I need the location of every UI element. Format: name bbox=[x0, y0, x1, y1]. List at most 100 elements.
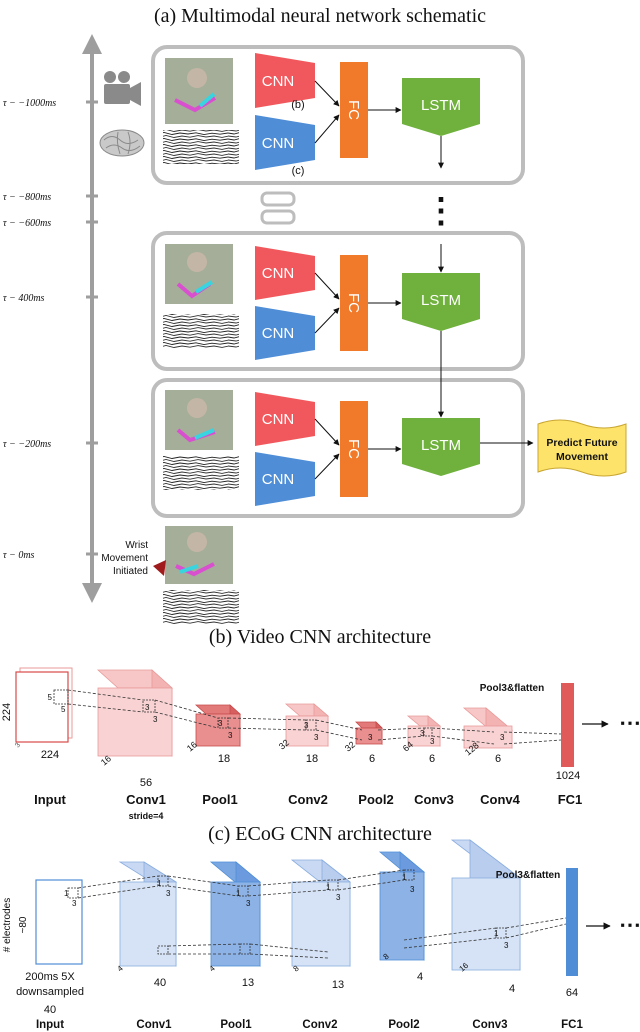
svg-text:8: 8 bbox=[292, 963, 302, 973]
lstm-block: LSTM bbox=[402, 418, 480, 476]
video-frame-image bbox=[165, 244, 233, 304]
ecog-signal-image bbox=[163, 314, 239, 348]
brain-icon bbox=[99, 129, 145, 157]
svg-text:18: 18 bbox=[306, 753, 318, 765]
lstm-block: LSTM bbox=[402, 78, 480, 136]
svg-text:4: 4 bbox=[509, 983, 515, 995]
ellipsis-horizontal: ⋯ bbox=[619, 710, 640, 735]
ref-c-label: (c) bbox=[292, 165, 305, 177]
svg-text:FC: FC bbox=[345, 293, 362, 313]
svg-text:4: 4 bbox=[116, 963, 126, 973]
ellipsis-horizontal: ⋯ bbox=[619, 912, 640, 937]
svg-text:56: 56 bbox=[140, 777, 152, 789]
svg-text:3: 3 bbox=[410, 885, 415, 894]
panel-b-caption: (b) Video CNN architecture bbox=[209, 626, 431, 648]
ref-b-label: (b) bbox=[291, 99, 304, 111]
svg-text:1024: 1024 bbox=[556, 770, 580, 782]
svg-text:40: 40 bbox=[154, 977, 166, 989]
svg-text:64: 64 bbox=[401, 739, 415, 753]
svg-text:4: 4 bbox=[208, 963, 218, 973]
svg-text:LSTM: LSTM bbox=[421, 292, 461, 309]
timeline-label: τ − −800ms bbox=[3, 192, 51, 203]
svg-text:3: 3 bbox=[153, 715, 158, 724]
flow-arrows bbox=[314, 80, 534, 480]
svg-text:3: 3 bbox=[304, 721, 309, 730]
svg-text:3: 3 bbox=[228, 731, 233, 740]
svg-text:18: 18 bbox=[218, 753, 230, 765]
layer-name: Conv2 bbox=[288, 792, 328, 807]
video-frame-image bbox=[165, 58, 233, 124]
timeline-label: τ − −200ms bbox=[3, 439, 51, 450]
receptive-field-lines bbox=[67, 689, 562, 745]
video-pool1-layer: 18 16 3 3 bbox=[185, 704, 242, 765]
stride-note: stride=4 bbox=[129, 811, 164, 821]
svg-text:1: 1 bbox=[326, 883, 331, 892]
svg-text:3: 3 bbox=[246, 899, 251, 908]
wrist-movement-label: Initiated bbox=[113, 566, 148, 577]
svg-text:32: 32 bbox=[343, 739, 357, 753]
svg-text:CNN: CNN bbox=[262, 325, 295, 342]
predict-output: Predict Future Movement bbox=[537, 419, 627, 477]
timeline-label: τ − −600ms bbox=[3, 218, 51, 229]
svg-text:32: 32 bbox=[277, 737, 291, 751]
svg-text:6: 6 bbox=[429, 753, 435, 765]
svg-text:3: 3 bbox=[430, 737, 435, 746]
ecog-signal-image bbox=[163, 130, 239, 164]
collapsed-block-icon bbox=[260, 191, 296, 207]
layer-name: Pool2 bbox=[388, 1019, 419, 1031]
ecog-signal-image bbox=[163, 590, 239, 624]
svg-text:5: 5 bbox=[61, 705, 66, 714]
ecog-conv3-layer: 4 16 1 3 bbox=[450, 839, 522, 995]
layer-name: Conv1 bbox=[136, 1019, 172, 1031]
time-block-frame bbox=[151, 378, 525, 518]
lstm-block: LSTM bbox=[402, 273, 480, 331]
svg-text:downsampled: downsampled bbox=[16, 986, 84, 998]
svg-text:3: 3 bbox=[368, 733, 373, 742]
video-fc1-layer: Pool3&flatten 1024 bbox=[480, 683, 580, 782]
svg-text:3: 3 bbox=[72, 899, 77, 908]
svg-text:3: 3 bbox=[504, 941, 509, 950]
ecog-signal-image bbox=[163, 456, 239, 490]
svg-text:LSTM: LSTM bbox=[421, 97, 461, 114]
svg-text:3: 3 bbox=[145, 703, 150, 712]
svg-text:CNN: CNN bbox=[262, 135, 295, 152]
svg-text:1: 1 bbox=[157, 879, 162, 888]
layer-name: Conv4 bbox=[480, 792, 521, 807]
svg-text:5: 5 bbox=[48, 693, 53, 702]
ecog-cnn-block: CNN bbox=[255, 452, 315, 506]
ellipsis-vertical: ⋮ bbox=[424, 192, 458, 230]
ecog-pool1-layer: 13 4 1 3 bbox=[208, 861, 262, 989]
video-conv3-layer: 6 64 3 3 bbox=[401, 715, 442, 765]
svg-text:64: 64 bbox=[566, 987, 578, 999]
pool3-flatten-label: Pool3&flatten bbox=[480, 683, 544, 694]
timeline-label: τ − 0ms bbox=[3, 550, 35, 561]
receptive-field-lines bbox=[77, 869, 567, 959]
svg-text:1: 1 bbox=[236, 889, 241, 898]
wrist-movement-label: Movement bbox=[101, 553, 148, 564]
video-conv4-layer: 6 128 3 bbox=[463, 707, 514, 765]
svg-text:8: 8 bbox=[382, 951, 392, 961]
svg-text:LSTM: LSTM bbox=[421, 437, 461, 454]
svg-text:CNN: CNN bbox=[262, 73, 295, 90]
panel-a-caption: (a) Multimodal neural network schematic bbox=[154, 5, 486, 27]
svg-text:3: 3 bbox=[218, 719, 223, 728]
svg-text:13: 13 bbox=[332, 979, 344, 991]
video-cnn-block: CNN bbox=[255, 53, 315, 108]
svg-text:3: 3 bbox=[420, 729, 425, 738]
layer-name: Pool1 bbox=[202, 792, 237, 807]
timeline-label: τ − −1000ms bbox=[3, 98, 56, 109]
svg-text:3: 3 bbox=[166, 889, 171, 898]
layer-name: Pool2 bbox=[358, 792, 393, 807]
video-frame-image bbox=[165, 526, 233, 584]
svg-text:16: 16 bbox=[99, 753, 113, 767]
svg-text:16: 16 bbox=[185, 739, 199, 753]
layer-name: Input bbox=[34, 792, 66, 807]
pool3-flatten-label: Pool3&flatten bbox=[496, 870, 560, 881]
video-conv1-layer: 56 16 3 3 bbox=[96, 669, 174, 789]
svg-text:1: 1 bbox=[64, 889, 69, 898]
ecog-pool2-layer: 4 8 1 3 bbox=[378, 851, 426, 983]
svg-text:~80: ~80 bbox=[18, 916, 29, 933]
video-frame-image bbox=[165, 390, 233, 450]
svg-text:3: 3 bbox=[500, 733, 505, 742]
